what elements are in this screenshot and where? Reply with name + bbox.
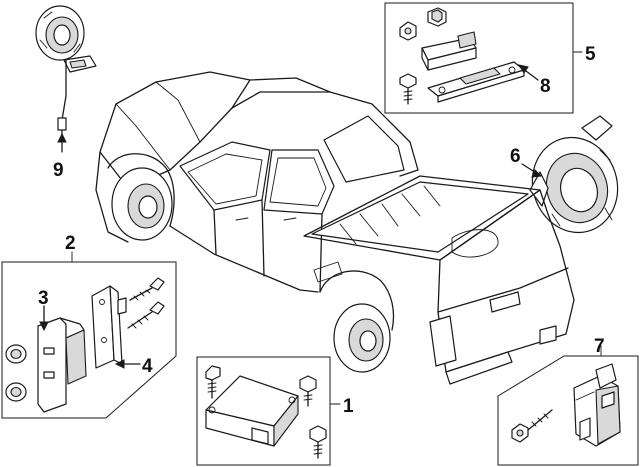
module-bolt-bottom[interactable] xyxy=(309,425,327,459)
sensor-group-box xyxy=(384,2,574,114)
callout-8-leader xyxy=(517,64,539,81)
sensor-mounting-bracket[interactable] xyxy=(91,285,127,369)
sensor-nut-upper[interactable] xyxy=(5,344,27,364)
callout-1: 1 xyxy=(343,396,354,417)
clock-spring-assembly[interactable] xyxy=(35,5,97,137)
bracket-bolt-lower[interactable] xyxy=(127,301,165,329)
sensor-nut-lower[interactable] xyxy=(5,382,27,402)
occupant-sensor-unit[interactable] xyxy=(573,363,621,447)
control-module-group-box xyxy=(196,356,331,466)
module-bolt-right[interactable] xyxy=(299,375,317,407)
occupant-sensor-bolt[interactable] xyxy=(511,409,553,443)
side-airbag-sensor[interactable] xyxy=(37,317,87,413)
sensor-bracket-part[interactable] xyxy=(427,61,525,103)
mounting-bolt-part[interactable] xyxy=(399,73,417,105)
pickup-truck-illustration xyxy=(95,71,575,385)
callout-4: 4 xyxy=(142,356,153,377)
callout-3-leader xyxy=(39,305,49,332)
impact-sensor-module[interactable] xyxy=(421,31,477,71)
airbag-control-module[interactable] xyxy=(205,375,299,447)
callout-6: 6 xyxy=(510,146,521,167)
callout-9-leader xyxy=(57,132,67,153)
callout-8: 8 xyxy=(540,76,551,97)
bolt-head-part[interactable] xyxy=(427,7,447,27)
seat-sensor-group-box xyxy=(497,355,639,466)
callout-7: 7 xyxy=(594,336,605,357)
callout-6-leader xyxy=(521,163,543,178)
module-bolt-left[interactable] xyxy=(205,365,221,399)
callout-2: 2 xyxy=(65,233,76,254)
callout-5: 5 xyxy=(585,44,596,65)
spiral-cable-ring[interactable] xyxy=(520,115,630,244)
bracket-bolt-upper[interactable] xyxy=(129,277,165,301)
callout-9: 9 xyxy=(53,160,64,181)
callout-4-leader xyxy=(114,359,141,369)
callout-3: 3 xyxy=(38,288,49,309)
airbag-sensor-group-box xyxy=(1,261,177,419)
nut-small-part[interactable] xyxy=(399,21,417,41)
